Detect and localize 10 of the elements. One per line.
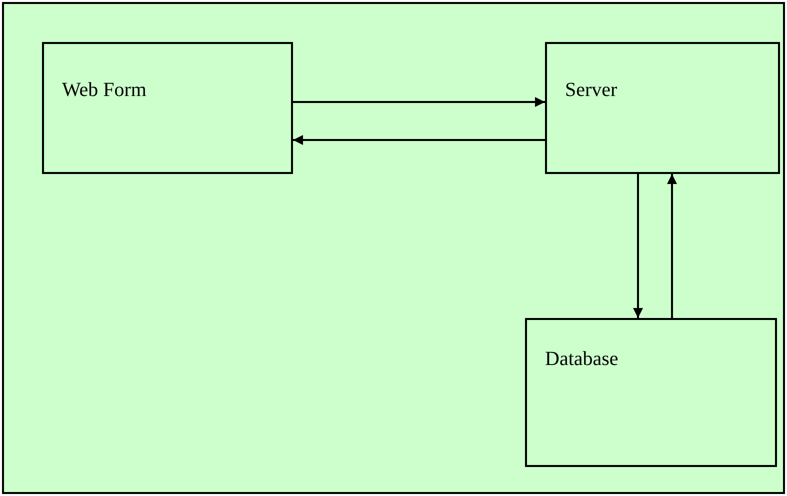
arrow — [293, 135, 545, 145]
arrow — [293, 97, 545, 107]
box-label: Web Form — [62, 78, 148, 102]
arrow — [667, 174, 677, 318]
process-box — [42, 42, 293, 174]
process-box — [525, 318, 777, 467]
process-box — [545, 42, 780, 174]
box-label: Database — [545, 347, 620, 371]
arrow — [633, 174, 643, 318]
box-label: Server — [565, 78, 618, 102]
